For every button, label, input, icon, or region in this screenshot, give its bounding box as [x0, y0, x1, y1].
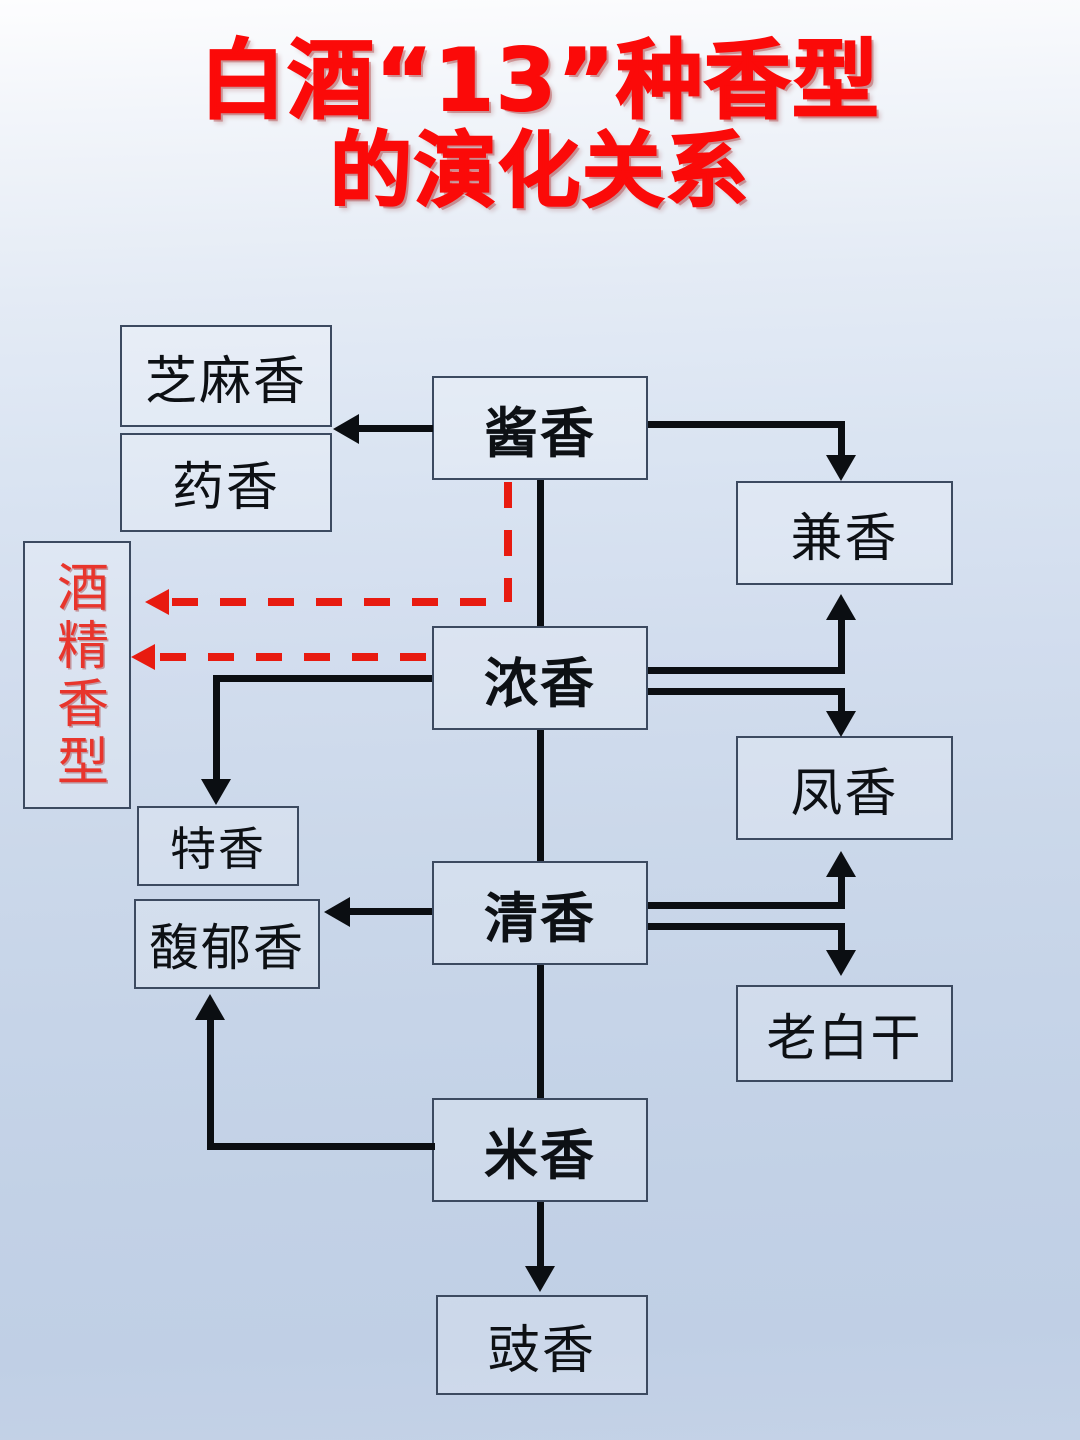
edge-nong-to-jian-vertical — [838, 618, 845, 671]
edge-nong-to-jian-horizontal — [648, 667, 845, 674]
edge-nong-to-te-vertical — [213, 675, 220, 781]
edge-nong-to-te-horizontal — [213, 675, 432, 682]
page-title: 白酒“13”种香型 的演化关系 — [0, 31, 1080, 219]
edge-mi-to-chi-vertical — [537, 1202, 544, 1269]
edge-jiang-to-jian-horizontal — [648, 421, 845, 428]
edge-nong-to-te-arrowhead — [201, 779, 231, 805]
edge-nong-to-qing-vertical — [537, 730, 544, 861]
edge-jiang-to-jian-arrowhead — [826, 455, 856, 481]
edge-jiang-to-jiujing-dashed-vertical — [504, 482, 512, 602]
edge-mi-to-fuyu-arrowhead — [195, 994, 225, 1020]
node-laobaigan[interactable]: 老白干 — [736, 985, 953, 1082]
node-label: 馥郁香 — [149, 920, 305, 976]
edge-nong-to-jian-arrowhead — [826, 594, 856, 620]
edge-qing-to-laobai-horizontal — [648, 923, 845, 930]
edge-jiang-to-jiujing-arrowhead — [145, 589, 169, 615]
node-jianxiang[interactable]: 兼香 — [736, 481, 953, 585]
node-label: 浓香 — [484, 653, 596, 714]
node-label: 凤香 — [790, 765, 899, 823]
title-line-2: 的演化关系 — [329, 123, 750, 219]
edge-mi-to-chi-arrowhead — [525, 1266, 555, 1292]
node-zhimaxiang[interactable]: 芝麻香 — [120, 325, 332, 427]
edge-mi-to-fuyu-vertical — [207, 1019, 214, 1150]
edge-qing-to-mi-vertical — [537, 965, 544, 1098]
node-label: 米香 — [484, 1125, 596, 1186]
node-texiang[interactable]: 特香 — [137, 806, 299, 886]
node-fengxiang[interactable]: 凤香 — [736, 736, 953, 840]
title-line-1: 白酒“13”种香型 — [199, 31, 881, 131]
node-label: 特香 — [170, 824, 266, 875]
node-jiujingxiangxing[interactable]: 酒精香型 — [23, 541, 131, 809]
node-jiangxiang[interactable]: 酱香 — [432, 376, 648, 480]
node-label: 酱香 — [484, 403, 596, 464]
node-fuyuxiang[interactable]: 馥郁香 — [134, 899, 320, 989]
edge-jiang-to-jiujing-dashed-horizontal — [172, 598, 508, 606]
edge-jiang-to-jian-vertical — [838, 421, 845, 457]
node-label: 芝麻香 — [144, 353, 307, 411]
edge-qing-to-feng-horizontal — [648, 902, 845, 909]
node-mixiang[interactable]: 米香 — [432, 1098, 648, 1202]
edge-qing-to-feng-arrowhead — [826, 851, 856, 877]
edge-nong-to-feng-arrowhead — [826, 711, 856, 737]
node-chixiang[interactable]: 豉香 — [436, 1295, 648, 1395]
edge-nong-to-feng-horizontal — [648, 688, 845, 695]
node-qingxiang[interactable]: 清香 — [432, 861, 648, 965]
edge-jiang-to-zhima-line — [359, 425, 433, 432]
edge-jiang-to-zhima-arrowhead — [333, 414, 359, 444]
edge-jiang-to-nong-vertical — [537, 480, 544, 626]
edge-qing-to-fuyu-horizontal — [350, 908, 432, 915]
edge-nong-to-jiujing-dashed-horizontal — [160, 653, 432, 661]
node-label: 豉香 — [487, 1322, 596, 1380]
edge-mi-to-fuyu-horizontal — [207, 1143, 435, 1150]
edge-qing-to-laobai-vertical — [838, 923, 845, 953]
edge-qing-to-fuyu-arrowhead — [324, 897, 350, 927]
node-label: 酒精香型 — [48, 560, 106, 792]
node-nongxiang[interactable]: 浓香 — [432, 626, 648, 730]
edge-nong-to-jiujing-arrowhead — [131, 644, 155, 670]
node-label: 兼香 — [790, 510, 899, 568]
node-label: 老白干 — [766, 1009, 923, 1066]
node-label: 清香 — [484, 888, 596, 949]
edge-qing-to-laobai-arrowhead — [826, 950, 856, 976]
node-yaoxiang[interactable]: 药香 — [120, 433, 332, 532]
edge-qing-to-feng-vertical — [838, 875, 845, 907]
node-label: 药香 — [171, 460, 280, 517]
edge-nong-to-feng-vertical — [838, 688, 845, 714]
